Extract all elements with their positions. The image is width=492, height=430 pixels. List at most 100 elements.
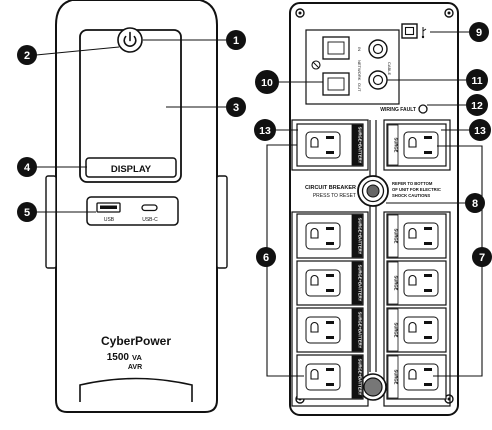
outlet-receptacle-icon: [305, 269, 341, 297]
outlet-label: SURGE: [394, 276, 399, 291]
callout-11-number: 11: [471, 75, 482, 87]
leader-line-2: [35, 46, 120, 56]
callout-9-number: 9: [476, 27, 482, 39]
callout-6-number: 6: [263, 252, 269, 264]
outlet-label: SURGE: [394, 323, 399, 338]
front-panel: DISPLAY USB USB-C CyberPower 1500 VA AVR: [45, 0, 228, 413]
usb-c-port[interactable]: [141, 204, 158, 212]
callout-7-number: 7: [479, 252, 485, 264]
wiring-fault-label: WIRING FAULT: [380, 107, 416, 113]
outlet-receptacle-icon: [305, 316, 341, 344]
outlet-receptacle-icon: [403, 222, 439, 250]
power-cord-entry: [359, 373, 387, 401]
outlet-label: SURGE+BATTERY: [358, 359, 363, 396]
model-label: AVR: [128, 364, 142, 371]
circuit-breaker-button[interactable]: [357, 175, 389, 207]
callout-13-right: 13: [469, 119, 491, 141]
outlet-left-3[interactable]: SURGE+BATTERY: [296, 260, 364, 306]
network-label: NETWORK: [357, 60, 362, 81]
outlet-label: SURGE: [394, 229, 399, 244]
caution-label-line3: SHOCK CAUTIONS: [392, 193, 430, 198]
front-base-handle: [79, 377, 193, 402]
callout-9: 9: [469, 22, 489, 42]
caution-label-line2: OF UNIT FOR ELECTRIC: [392, 187, 441, 192]
cable-label: CABLE: [387, 62, 392, 75]
outlet-right-4[interactable]: SURGE: [386, 307, 447, 353]
outlet-receptacle-icon: [305, 363, 341, 391]
outlet-right-5[interactable]: SURGE: [386, 354, 447, 400]
callout-11: 11: [466, 69, 488, 91]
callout-8-number: 8: [472, 198, 478, 210]
outlet-label: SURGE+BATTERY: [358, 265, 363, 302]
callout-4: 4: [17, 157, 37, 177]
callout-2-number: 2: [24, 50, 30, 62]
network-in-label: IN: [357, 47, 362, 51]
callout-12: 12: [466, 94, 488, 116]
callout-5: 5: [17, 202, 37, 222]
capacity-number: 1500: [107, 352, 130, 363]
callout-10-number: 10: [261, 77, 273, 89]
outlet-left-1[interactable]: SURGE+BATTERY: [296, 123, 364, 167]
front-side-grip-right: [216, 175, 228, 269]
callout-8: 8: [465, 193, 485, 213]
callout-7: 7: [472, 247, 492, 267]
outlet-left-4[interactable]: SURGE+BATTERY: [296, 307, 364, 353]
wiring-fault-led: [418, 104, 428, 114]
breaker-label-line1: CIRCUIT BREAKER: [305, 185, 356, 191]
outlet-receptacle-icon: [403, 131, 439, 159]
outlet-receptacle-icon: [305, 222, 341, 250]
power-button[interactable]: [117, 27, 143, 53]
outlet-receptacle-icon: [403, 363, 439, 391]
usb-c-label: USB-C: [142, 217, 158, 223]
outlet-left-2[interactable]: SURGE+BATTERY: [296, 213, 364, 259]
outlet-label: SURGE+BATTERY: [358, 127, 363, 164]
outlet-bank-bottom-right: [383, 211, 451, 407]
usb-a-label: USB: [104, 217, 115, 223]
callout-13-left-number: 13: [259, 125, 271, 137]
outlet-receptacle-icon: [403, 269, 439, 297]
usb-b-port[interactable]: [401, 23, 418, 39]
callout-1-number: 1: [233, 35, 239, 47]
callout-13-left: 13: [254, 119, 276, 141]
power-icon: [123, 31, 137, 47]
capacity-unit: VA: [132, 353, 142, 362]
outlet-label: SURGE: [394, 370, 399, 385]
display-button[interactable]: DISPLAY: [85, 157, 177, 178]
outlet-receptacle-icon: [305, 131, 341, 159]
callout-6: 6: [256, 247, 276, 267]
outlet-left-5[interactable]: SURGE+BATTERY: [296, 354, 364, 400]
callout-3-number: 3: [233, 102, 239, 114]
outlet-right-3[interactable]: SURGE: [386, 260, 447, 306]
callout-1: 1: [226, 30, 246, 50]
outlet-bank-bottom-left: [291, 211, 369, 407]
display-button-label: DISPLAY: [111, 164, 152, 175]
outlet-label: SURGE+BATTERY: [358, 218, 363, 255]
outlet-label: SURGE: [394, 138, 399, 153]
rear-outlets: SURGE+BATTERY SURGE+BATTERY SURGE+BATTERY S…: [296, 123, 447, 400]
usb-a-port[interactable]: [96, 202, 121, 213]
outlet-receptacle-icon: [403, 316, 439, 344]
callout-4-number: 4: [24, 162, 31, 174]
caution-label-line1: REFER TO BOTTOM: [392, 181, 433, 186]
callout-12-number: 12: [471, 100, 483, 112]
center-divider: [369, 120, 377, 372]
callout-5-number: 5: [24, 207, 30, 219]
outlet-right-2[interactable]: SURGE: [386, 213, 447, 259]
coax-in-connector[interactable]: [368, 39, 388, 59]
callout-2: 2: [17, 45, 37, 65]
coax-out-connector[interactable]: [368, 70, 388, 90]
network-out-port[interactable]: [322, 72, 350, 96]
network-out-label: OUT: [357, 83, 362, 92]
callout-13-right-number: 13: [474, 125, 486, 137]
ground-screw-icon: [311, 60, 321, 70]
network-in-port[interactable]: [322, 36, 350, 60]
brand-logo-text: CyberPower: [101, 334, 171, 348]
breaker-label-line2: PRESS TO RESET: [313, 193, 356, 199]
callout-10: 10: [255, 70, 279, 94]
outlet-bank-top-right: [383, 119, 451, 171]
outlet-right-1[interactable]: SURGE: [386, 123, 447, 167]
rear-panel: IN NETWORK OUT CABLE WIRING FAULT: [289, 2, 459, 416]
callout-3: 3: [226, 97, 246, 117]
